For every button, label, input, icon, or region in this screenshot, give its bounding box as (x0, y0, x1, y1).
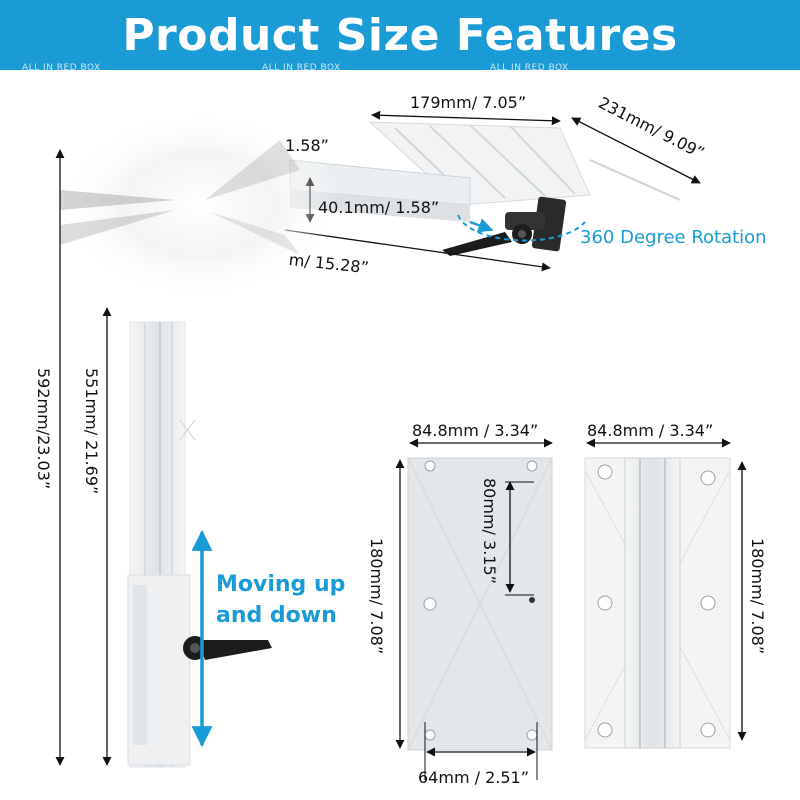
back-mounting-plate (584, 457, 731, 749)
hole-spacing-vertical-label: 80mm/ 3.15” (480, 478, 499, 584)
mounting-hole (526, 729, 538, 741)
pole-knob (183, 636, 272, 660)
rotation-label: 360 Degree Rotation (580, 227, 767, 248)
watermark-text: ALL IN RED BOX (262, 63, 341, 73)
front-mounting-plate (407, 457, 553, 751)
sliding-clamp (127, 574, 191, 766)
arm-height-partial-label: 1.58” (285, 136, 329, 155)
mounting-hole (597, 595, 613, 611)
top-width-dimension (371, 110, 561, 126)
moving-label-line1: Moving up (216, 572, 346, 597)
top-depth-dimension (571, 117, 701, 184)
mounting-hole (597, 464, 613, 480)
mounting-hole (597, 722, 613, 738)
tray-knob (442, 224, 532, 256)
rotation-arc (457, 214, 586, 242)
watermark-text: ALL IN RED BOX (490, 63, 569, 73)
rotation-arrow (469, 218, 494, 233)
mounting-hole (424, 460, 436, 472)
mounting-hole (700, 595, 716, 611)
plate-width-back-label: 84.8mm / 3.34” (587, 421, 714, 440)
moving-label-line2: and down (216, 603, 337, 628)
mounting-hole (424, 729, 436, 741)
watermark-text: ALL IN RED BOX (22, 63, 101, 73)
plate-height-back-label: 180mm/ 7.08” (748, 538, 767, 655)
mounting-hole (529, 597, 535, 603)
total-height-label: 592mm/23.03” (34, 368, 53, 490)
hole-spacing-horizontal-label: 64mm / 2.51” (418, 768, 530, 787)
mounting-hole (423, 597, 437, 611)
mounting-hole (526, 460, 538, 472)
mounting-hole (700, 470, 716, 486)
swivel-clamp (505, 196, 567, 252)
plate-width-front-label: 84.8mm / 3.34” (412, 421, 539, 440)
blur-overlay (60, 110, 340, 300)
pole-height-label: 551mm/ 21.69” (82, 368, 101, 495)
title-banner: Product Size Features (0, 0, 800, 70)
page-title: Product Size Features (122, 9, 678, 61)
plate-height-front-label: 180mm/ 7.08” (367, 538, 386, 655)
mounting-hole (700, 722, 716, 738)
top-width-label: 179mm/ 7.05” (410, 93, 527, 112)
arm-height-label: 40.1mm/ 1.58” (318, 198, 440, 217)
